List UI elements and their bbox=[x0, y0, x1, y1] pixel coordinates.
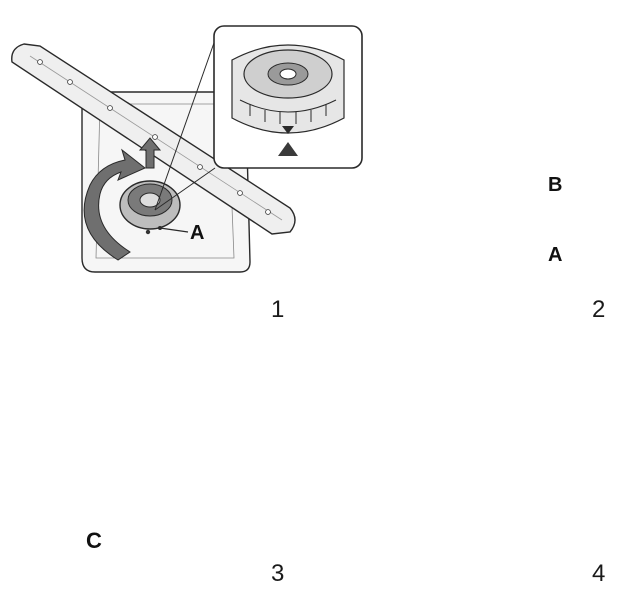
step-number-1: 1 bbox=[271, 296, 285, 323]
callout-C-panel-3: C bbox=[86, 528, 102, 553]
callout-A-panel-1: A bbox=[190, 222, 205, 244]
lift-arrow bbox=[138, 137, 162, 169]
step-number-4: 4 bbox=[592, 560, 606, 587]
rotate-arrow bbox=[83, 148, 146, 261]
callout-A-panel-2: A bbox=[548, 244, 563, 266]
callout-B-panel-2: B bbox=[548, 174, 563, 196]
step-number-3: 3 bbox=[271, 560, 285, 587]
align-marker-down bbox=[282, 126, 294, 134]
align-marker-up bbox=[278, 142, 298, 156]
step-number-2: 2 bbox=[592, 296, 606, 323]
panel-1-remove-filter bbox=[11, 25, 363, 273]
